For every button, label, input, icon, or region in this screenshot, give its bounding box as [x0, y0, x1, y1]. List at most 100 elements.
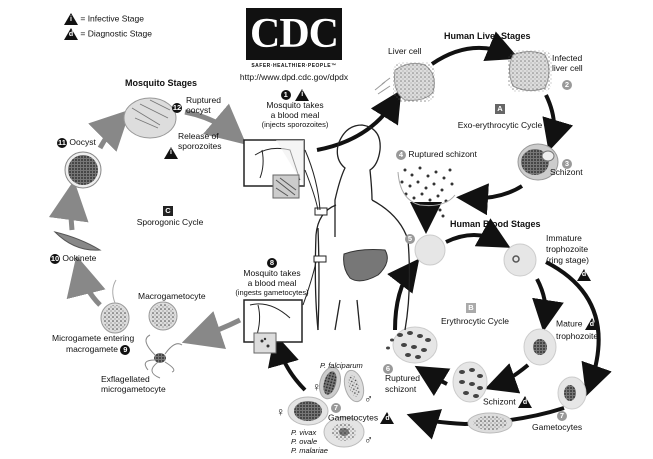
- blood-schizont-label: Schizont d: [483, 396, 532, 408]
- stage-1-label-3: (injects sporozoites): [261, 120, 329, 129]
- stage-1-marker: 1 i: [255, 86, 335, 104]
- stage-8-label-1: Mosquito takes: [243, 268, 301, 278]
- bite-site-lower: [313, 255, 327, 263]
- cycle-a-badge: A: [470, 98, 530, 116]
- cycle-b-label: Erythrocytic Cycle: [440, 316, 509, 326]
- stage-10-label: 10 Ookinete: [50, 253, 97, 264]
- arrow-schizont-to-ruptured: [456, 183, 524, 216]
- release-infective-icon: i: [164, 144, 178, 162]
- stage-9-label-2: macrogamete 9: [66, 344, 131, 355]
- stage-8-marker: 8: [262, 254, 282, 272]
- stage-6-label-2: schizont: [385, 384, 417, 394]
- stage-7-label: Gametocytes d: [328, 412, 395, 424]
- infective-stage-icon: i: [64, 13, 78, 25]
- arrow-ruptured-to-mosquito: [184, 103, 247, 145]
- ruptured-oocyst: [123, 97, 177, 139]
- arrow-mature-to-schizont: [484, 363, 530, 394]
- ookinete: [53, 231, 102, 251]
- cycle-a-label: Exo-erythrocytic Cycle: [457, 120, 543, 130]
- cdc-tagline: SAFER·HEALTHIER·PEOPLE™: [251, 63, 337, 69]
- diagnostic-stage-icon: d: [517, 396, 532, 408]
- ring-diagnostic-icon: d: [577, 266, 591, 284]
- arrow-ookinete-to-oocyst: [48, 180, 89, 231]
- arrow-liver-to-infected: [430, 31, 520, 66]
- stage-2-marker: 2: [562, 76, 572, 94]
- species-vivax: P. vivax: [291, 428, 317, 437]
- diagnostic-stage-icon: d: [64, 28, 78, 40]
- arrow-schizont-to-ruptured-blood: [414, 365, 451, 397]
- exflag-label-2: microgametocyte: [101, 384, 166, 394]
- legend-infective: i = Infective Stage: [64, 13, 144, 25]
- stage-11-label: 11 Oocyst: [57, 137, 96, 148]
- rbc-ring: [503, 243, 537, 277]
- female-symbol-vivax: ♀: [276, 405, 285, 419]
- mature-label-1: Mature d: [556, 318, 599, 330]
- ring-label-1: Immature: [546, 233, 582, 243]
- ruptured-liver-schizont-dots: [400, 166, 454, 218]
- diagnostic-stage-icon: d: [584, 318, 599, 330]
- exflag-label-1: Exflagellated: [101, 374, 150, 384]
- stage-7b-marker: 7: [557, 407, 567, 425]
- cdc-url[interactable]: http://www.dpd.cdc.gov/dpdx: [239, 72, 349, 82]
- species-falciparum: P. falciparum: [320, 361, 363, 370]
- legend-infective-label: = Infective Stage: [80, 13, 144, 24]
- arrow-rbc-to-ring: [445, 218, 511, 248]
- release-label-2: sporozoites: [178, 141, 222, 151]
- arrow-infected-to-schizont: [542, 94, 574, 152]
- stage-2-label-2: liver cell: [552, 63, 583, 73]
- legend-diagnostic: d = Diagnostic Stage: [64, 28, 152, 40]
- stage-3-marker: 3: [562, 155, 572, 173]
- stage-2-label-1: Infected: [552, 53, 583, 63]
- stage-1-number: 1: [280, 89, 291, 100]
- male-symbol-vivax: ♂: [364, 433, 373, 447]
- diagnostic-stage-icon: d: [380, 412, 395, 424]
- stage-4-label: 4 Ruptured schizont: [396, 149, 477, 160]
- species-malariae: P. malariae: [291, 446, 328, 455]
- liver-organ: [343, 249, 388, 282]
- stage-5-marker: 5: [405, 230, 415, 248]
- gametocyte-inset: [253, 332, 277, 354]
- stage-6-marker: 6: [383, 360, 393, 378]
- mature-label-2: trophozoite: [556, 331, 599, 341]
- arrow-oocyst-to-ruptured: [88, 109, 131, 152]
- stage-8-label-3: (ingests gametocytes): [235, 288, 309, 297]
- arrow-gametocytes-to-mosquito: [267, 333, 307, 392]
- stage-8-label-2: a blood meal: [247, 278, 297, 288]
- stage-9-label-1: Microgamete entering: [52, 333, 135, 343]
- infective-stage-icon: i: [295, 88, 310, 101]
- arrow-zygote-to-ookinete: [66, 255, 106, 307]
- release-label-1: Release of: [178, 131, 219, 141]
- cdc-logo: CDC: [246, 8, 342, 60]
- section-mosquito-stages: Mosquito Stages: [125, 78, 198, 88]
- stage-7-marker: 7: [331, 399, 341, 417]
- ring-label-2: trophozoite: [546, 244, 589, 254]
- cycle-c-badge: C: [153, 200, 183, 218]
- male-symbol: ♂: [364, 392, 373, 406]
- stage-7b-label: Gametocytes: [532, 422, 583, 432]
- rbc-ruptured-schizont: [392, 326, 438, 364]
- rbc-uninfected: [414, 234, 446, 266]
- stage-12-label-1: Ruptured: [186, 95, 221, 105]
- stage-3-label: Schizont: [550, 167, 583, 177]
- section-liver-stages: Human Liver Stages: [444, 31, 531, 41]
- stage-6-label-1: Ruptured: [385, 373, 420, 383]
- ring-label-3: (ring stage): [546, 255, 589, 265]
- stage-12-label-2: oocyst: [186, 105, 211, 115]
- arrow-mosquito-to-exflag: [181, 311, 242, 350]
- arrow-ring-to-gametocyte: [545, 260, 612, 397]
- legend-diagnostic-label: = Diagnostic Stage: [80, 28, 152, 39]
- species-ovale: P. ovale: [291, 437, 318, 446]
- female-symbol: ♀: [312, 380, 321, 394]
- cycle-b-badge: B: [456, 297, 486, 315]
- stage-1-label-1: Mosquito takes: [266, 100, 324, 110]
- stage-12-marker: 12: [172, 102, 182, 113]
- liver-cell-label: Liver cell: [388, 46, 422, 56]
- section-blood-stages: Human Blood Stages: [450, 219, 541, 229]
- macrogametocyte-label: Macrogametocyte: [138, 291, 206, 301]
- stage-1-label-2: a blood meal: [270, 110, 320, 120]
- cycle-c-label: Sporogonic Cycle: [136, 217, 204, 227]
- rbc-schizont: [452, 361, 488, 403]
- sporozoite-streaks: [374, 77, 391, 95]
- bite-site-upper: [314, 207, 328, 216]
